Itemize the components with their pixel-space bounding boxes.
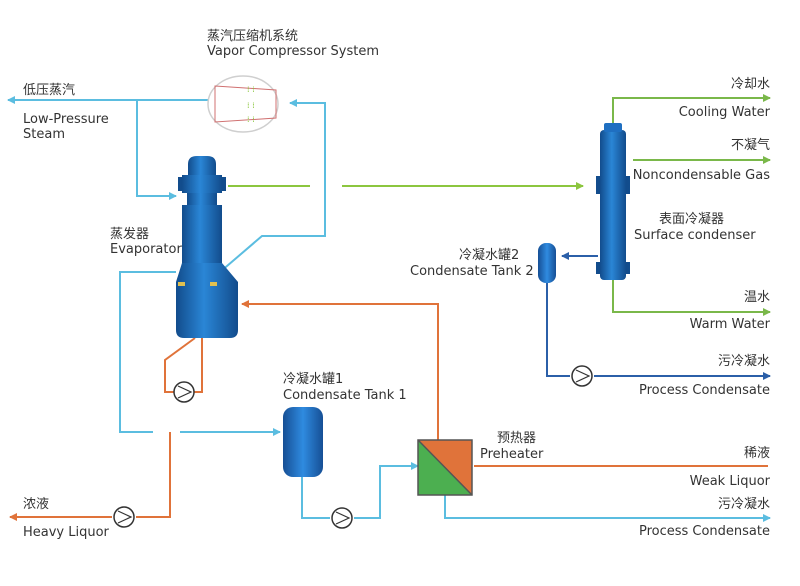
preheater <box>417 439 473 496</box>
condensate-tank-2-label-en: Condensate Tank 2 <box>410 264 534 279</box>
heavy-liquor-label-en: Heavy Liquor <box>23 525 109 540</box>
heavy-liquor-label-cn: 浓液 <box>23 497 50 512</box>
low-pressure-steam-label-en-1: Low-Pressure <box>23 112 109 127</box>
evaporator-label-cn: 蒸发器 <box>110 227 150 242</box>
noncondensable-gas-label-en: Noncondensable Gas <box>632 168 770 183</box>
compressor-return-line <box>219 99 326 273</box>
weak-liquor-label-en: Weak Liquor <box>689 474 770 489</box>
noncondensable-gas-label-cn: 不凝气 <box>730 138 770 153</box>
svg-text:⁞ ⁞: ⁞ ⁞ <box>247 115 255 124</box>
process-condensate-top-label-cn: 污冷凝水 <box>717 354 770 369</box>
cooling-water-label-cn: 冷却水 <box>730 77 770 92</box>
warm-water-label-en: Warm Water <box>689 317 770 332</box>
preheater-label-cn: 预热器 <box>497 431 537 446</box>
process-condensate-bottom-label-cn: 污冷凝水 <box>717 497 770 512</box>
pump-tank2 <box>571 365 593 387</box>
low-pressure-steam-label-cn: 低压蒸汽 <box>23 83 76 98</box>
process-condensate-bottom-label-en: Process Condensate <box>638 524 770 539</box>
weak-liquor-label-cn: 稀液 <box>743 446 770 461</box>
evaporator-label-en: Evaporator <box>110 242 182 257</box>
evaporator-condensate-line <box>119 271 281 436</box>
process-condensate-top-label-en: Process Condensate <box>638 383 770 398</box>
condensate-tank-1 <box>283 407 323 477</box>
vapor-compressor: ⁞ ⁞ ⁞ ⁞ ⁞ ⁞ <box>207 75 279 133</box>
svg-text:⁞ ⁞: ⁞ ⁞ <box>247 85 255 94</box>
tank1-to-preheater-line <box>301 462 771 522</box>
preheater-label-en: Preheater <box>480 447 544 462</box>
condensate-tank-1-label-cn: 冷凝水罐1 <box>283 372 344 387</box>
pump-heavy-liquor <box>113 506 135 528</box>
condensate-tank-1-label-en: Condensate Tank 1 <box>283 388 407 403</box>
condensate-tank-2-label-cn: 冷凝水罐2 <box>459 248 520 263</box>
surface-condenser-label-en: Surface condenser <box>634 228 756 243</box>
pump-tank1 <box>331 507 353 529</box>
condenser-green-lines <box>612 94 771 316</box>
condensate-tank2-lines <box>546 252 771 380</box>
condensate-tank-2 <box>538 243 556 283</box>
warm-water-label-cn: 温水 <box>743 290 770 305</box>
surface-condenser-label-cn: 表面冷凝器 <box>659 212 725 227</box>
cooling-water-label-en: Cooling Water <box>678 105 770 120</box>
surface-condenser <box>596 123 630 280</box>
svg-text:⁞ ⁞: ⁞ ⁞ <box>247 101 255 110</box>
low-pressure-steam-label-en-2: Steam <box>23 127 65 142</box>
low-pressure-steam-line <box>7 96 208 200</box>
liquor-lines <box>9 300 768 521</box>
vapor-compressor-label-cn: 蒸汽压缩机系统 <box>207 29 299 44</box>
pump-evaporator <box>173 381 195 403</box>
vapor-compressor-label-en: Vapor Compressor System <box>207 44 379 59</box>
evaporator-vessel <box>176 156 238 338</box>
